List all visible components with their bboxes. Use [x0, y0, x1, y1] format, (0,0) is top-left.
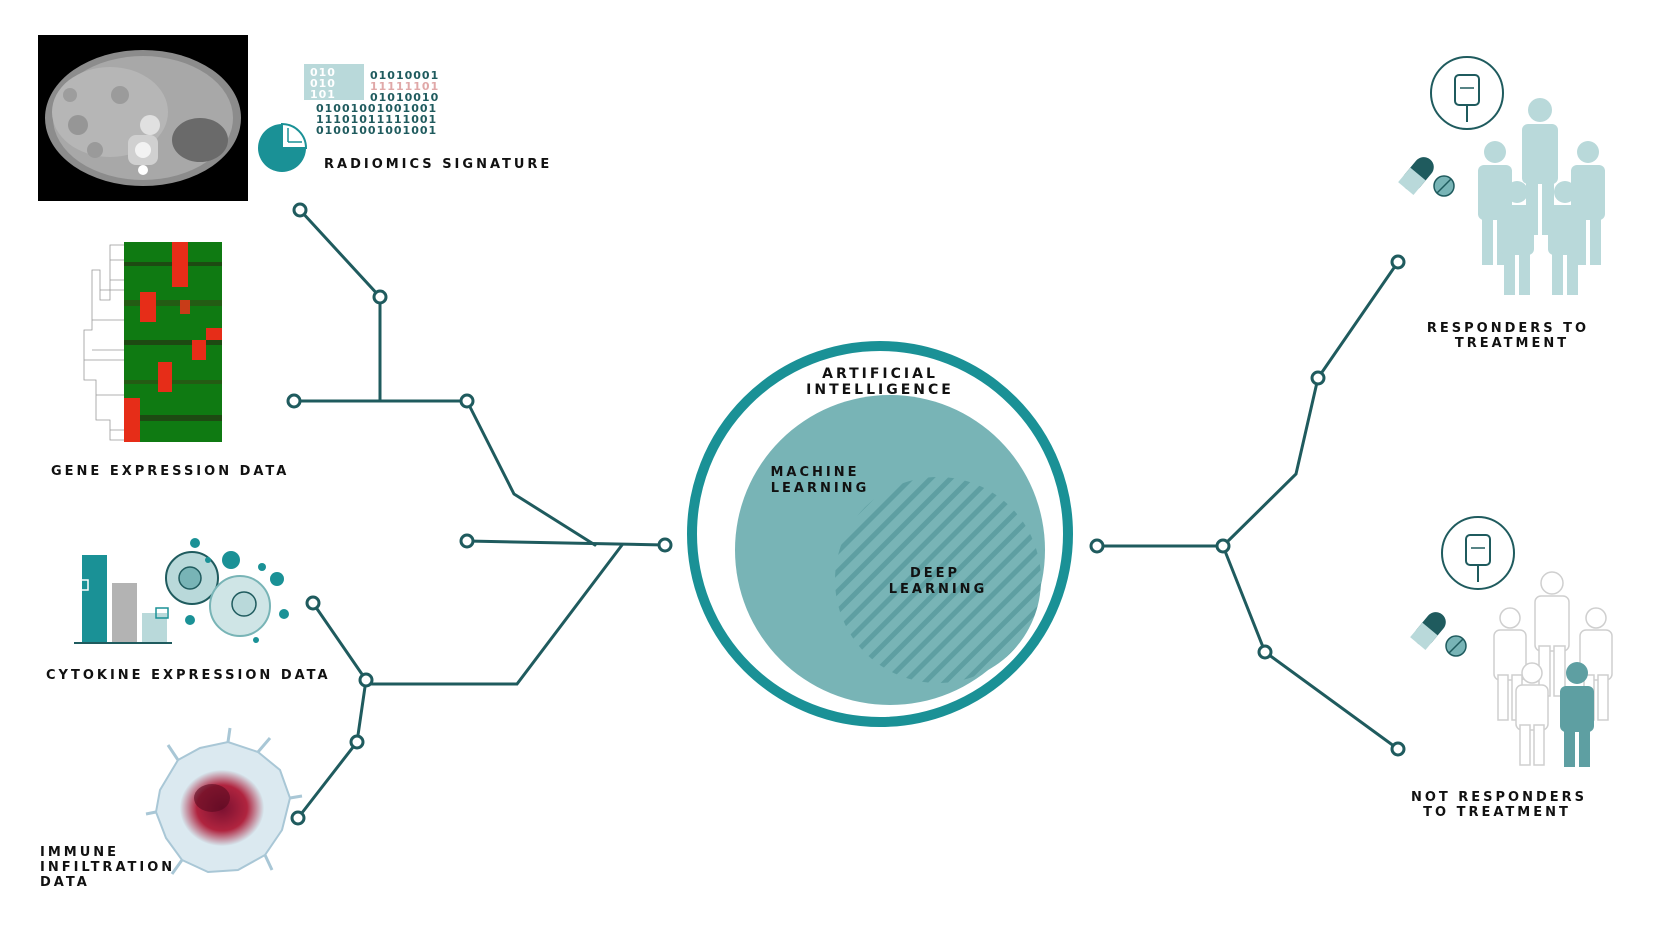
svg-text:01001001001001: 01001001001001: [316, 102, 437, 115]
radiomics-label: RADIOMICS SIGNATURE: [324, 157, 552, 172]
svg-text:11111101: 11111101: [370, 80, 439, 93]
dl-label-line-2: LEARNING: [889, 582, 988, 597]
ml-label-line-1: MACHINE: [770, 465, 859, 480]
gene-expression-label: GENE EXPRESSION DATA: [51, 464, 289, 479]
cell-icon: [165, 538, 289, 643]
non-responders-label-line-1: NOT RESPONDERS: [1411, 790, 1587, 805]
pill-icon: [1410, 612, 1467, 657]
svg-text:01010010: 01010010: [370, 91, 439, 104]
people-group-icon: [1493, 571, 1613, 766]
dl-label-line-1: DEEP: [910, 566, 960, 581]
svg-text:010: 010: [310, 77, 336, 90]
iv-bag-icon: [1430, 56, 1504, 130]
svg-text:010: 010: [310, 66, 336, 79]
pill-icon: [1398, 157, 1455, 197]
svg-text:01010001: 01010001: [370, 69, 439, 82]
svg-text:01001001001001: 01001001001001: [316, 124, 437, 137]
immune-label-line-1: IMMUNE: [40, 845, 119, 860]
cytokine-label: CYTOKINE EXPRESSION DATA: [46, 668, 331, 683]
iv-bag-icon: [1441, 516, 1515, 590]
svg-text:11101011111001: 11101011111001: [316, 113, 437, 126]
output-connector-tree: [1095, 260, 1400, 751]
ai-label-line-2: INTELLIGENCE: [806, 382, 954, 398]
ai-circle: [687, 341, 1073, 727]
heatmap-icon: [83, 242, 222, 442]
immune-label-line-3: DATA: [40, 875, 90, 890]
input-connector-nodes: [286, 202, 673, 826]
people-group-icon: [1478, 98, 1605, 295]
responders-label-line-2: TREATMENT: [1455, 336, 1569, 351]
input-connector-tree: [292, 208, 667, 820]
immune-label-line-2: INFILTRATION: [40, 860, 175, 875]
ct-scan-image: [38, 35, 248, 201]
svg-text:101: 101: [310, 88, 336, 101]
output-connector-nodes: [1089, 254, 1406, 757]
non-responders-label-line-2: TO TREATMENT: [1423, 805, 1571, 820]
ai-label-line-1: ARTIFICIAL: [822, 366, 938, 382]
pie-chart-icon: [258, 122, 308, 172]
binary-code-icon: 010 010 101 01010001 11111101 01010010 0…: [304, 64, 439, 137]
bar-chart-icon: [74, 555, 172, 644]
ml-label-line-2: LEARNING: [771, 481, 870, 496]
immune-cell-icon: [145, 727, 303, 875]
non-responder-highlight-icon: [1560, 662, 1594, 767]
responders-label-line-1: RESPONDERS TO: [1427, 321, 1589, 336]
